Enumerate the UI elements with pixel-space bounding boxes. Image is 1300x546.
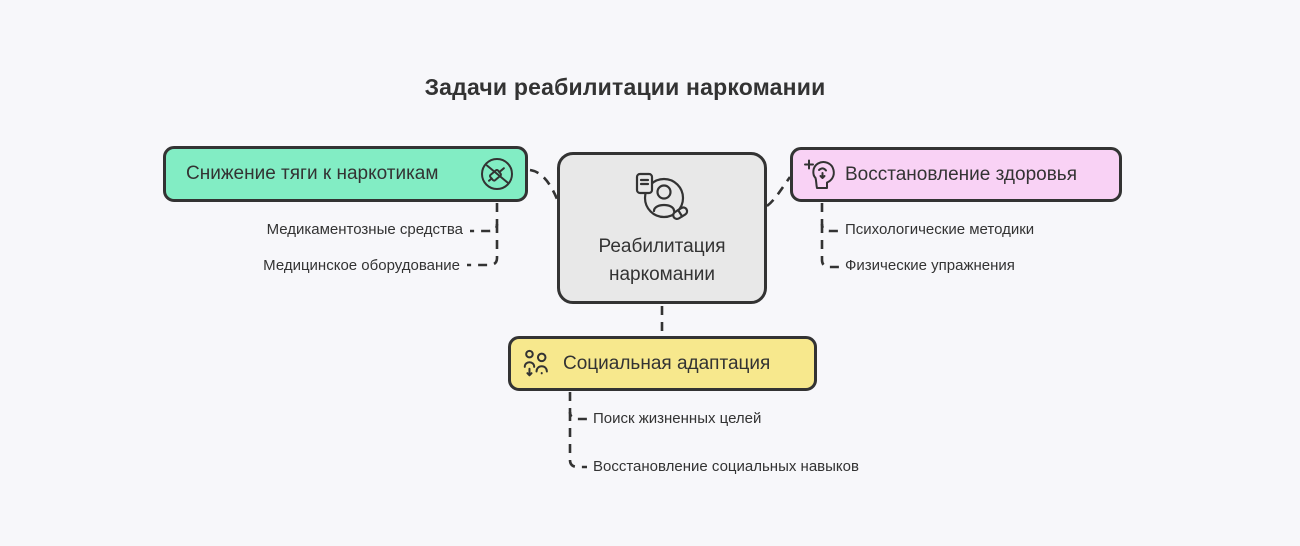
person-pill-icon [634, 169, 690, 225]
child-label-medication: Медикаментозные средства [266, 221, 463, 238]
mental-health-icon [803, 157, 837, 193]
child-label-social-skills: Восстановление социальных навыков [593, 458, 859, 475]
branch-node-social-adaptation: Социальная адаптация [508, 336, 817, 391]
center-node-rehabilitation: Реабилитация наркомании [557, 152, 767, 304]
diagram-title: Задачи реабилитации наркомании [424, 74, 826, 100]
connector-bottom-child-1 [568, 392, 587, 421]
connector-center-right [766, 176, 792, 208]
connector-bottom-child-2 [568, 412, 587, 469]
branch-label: Снижение тяги к наркотикам [186, 163, 439, 184]
branch-node-craving-reduction: Снижение тяги к наркотикам [163, 146, 528, 202]
child-label-medical-equipment: Медицинское оборудование [263, 257, 460, 274]
connector-left-child-1 [470, 203, 499, 233]
child-label-life-goals: Поиск жизненных целей [593, 410, 762, 427]
branch-label: Восстановление здоровья [845, 163, 1077, 185]
no-drugs-icon [479, 156, 515, 192]
connector-right-child-1 [820, 203, 839, 233]
branch-node-health-recovery: Восстановление здоровья [790, 147, 1122, 202]
branch-label: Социальная адаптация [563, 352, 771, 374]
connector-left-center [529, 168, 559, 200]
connector-right-child-2 [820, 224, 839, 269]
center-node-label: Реабилитация наркомании [598, 236, 726, 285]
child-label-psych-methods: Психологические методики [845, 221, 1035, 238]
child-label-physical-exercise: Физические упражнения [845, 257, 1015, 274]
connector-left-child-2 [467, 224, 499, 267]
people-icon [521, 348, 553, 380]
